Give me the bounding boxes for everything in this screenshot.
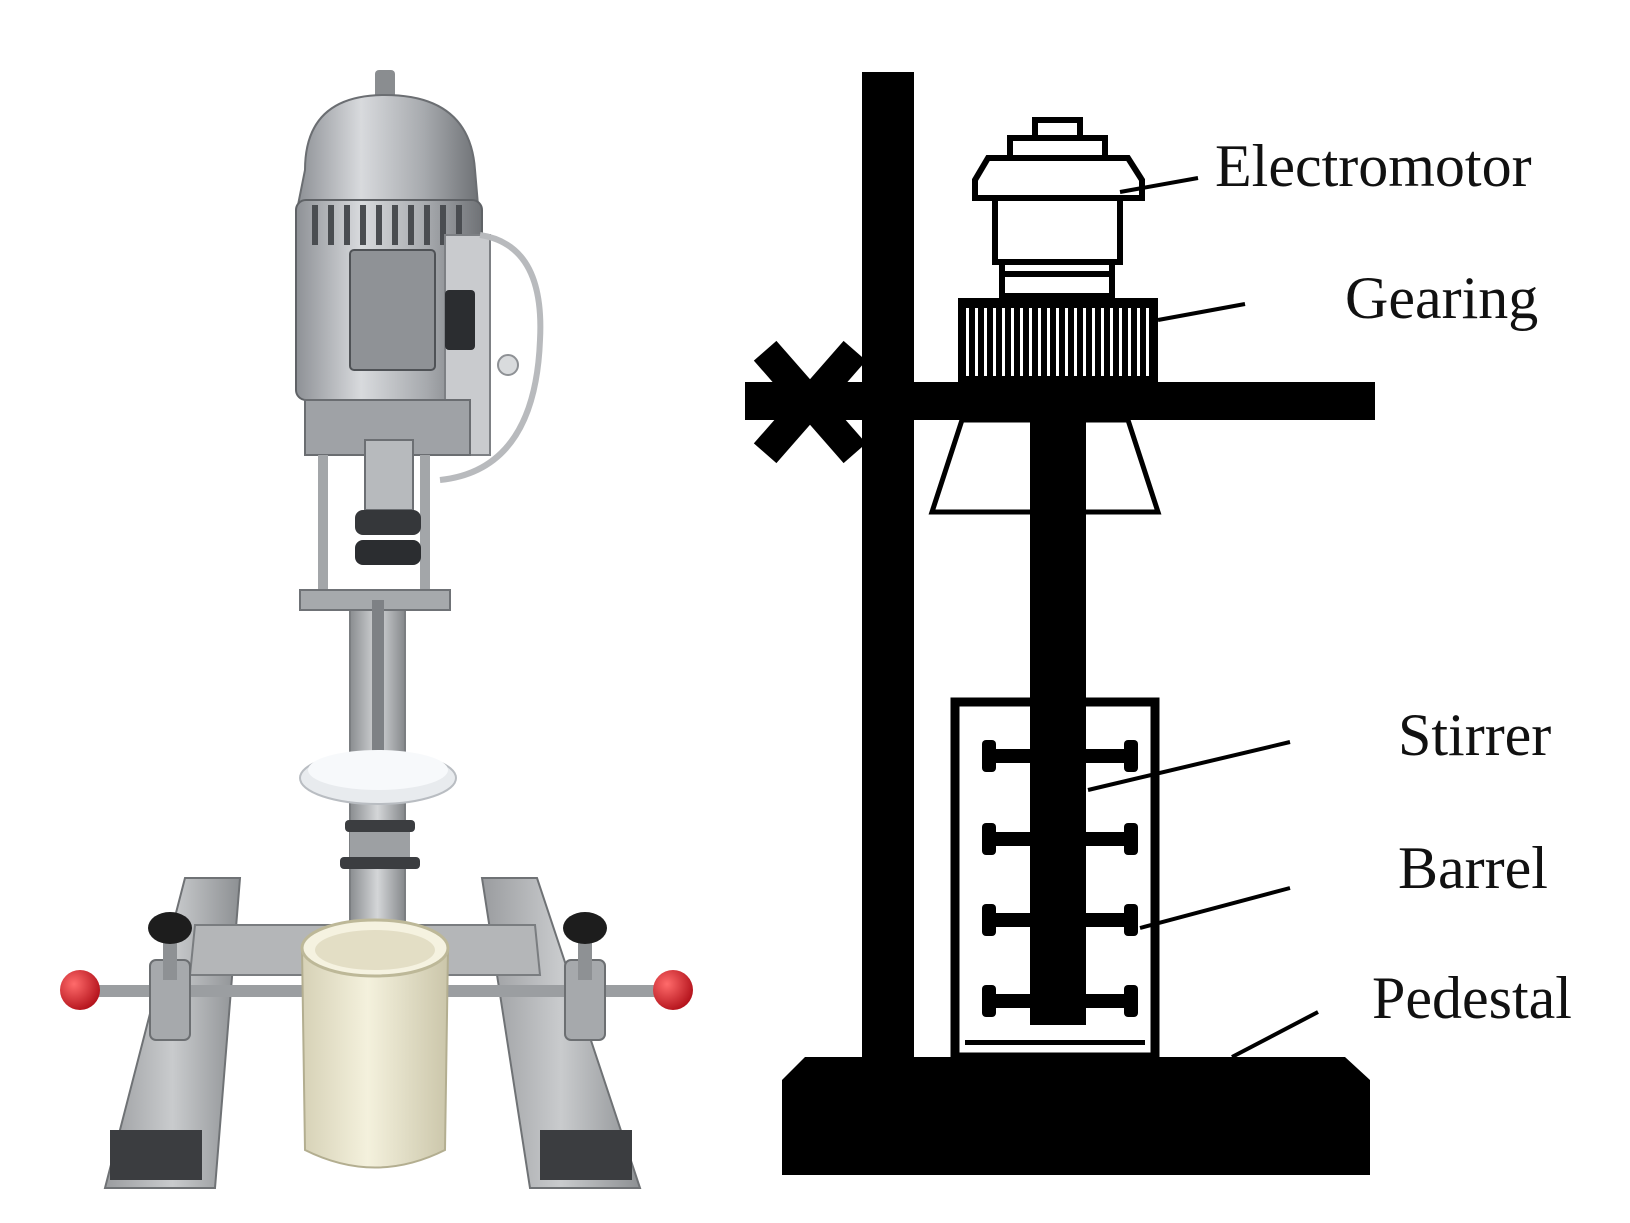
schematic-stirrer-shaft <box>1030 420 1086 1025</box>
clamp-left <box>148 912 192 1041</box>
photo-coupling <box>299 439 451 611</box>
gear-tooth <box>1092 308 1095 376</box>
leader-pedestal <box>1231 1010 1319 1059</box>
leader-gearing <box>1157 302 1246 322</box>
gear-tooth <box>1020 308 1023 376</box>
red-knob-left <box>60 970 100 1010</box>
gear-tooth <box>1083 308 1086 376</box>
clamp-right <box>563 912 607 1041</box>
schematic-clamp <box>753 340 867 464</box>
leader-lines <box>1087 176 1319 1059</box>
label-stirrer: Stirrer <box>1398 702 1551 768</box>
gear-tooth <box>993 308 996 376</box>
stirrer-photo <box>60 70 693 1189</box>
label-barrel: Barrel <box>1398 835 1548 901</box>
red-knob-right <box>653 970 693 1010</box>
leader-electromotor <box>1119 176 1199 194</box>
gear-tooth <box>1146 308 1149 376</box>
gear-tooth <box>1002 308 1005 376</box>
gear-tooth <box>1056 308 1059 376</box>
gear-tooth <box>1047 308 1050 376</box>
gear-tooth <box>1119 308 1122 376</box>
gear-tooth <box>1038 308 1041 376</box>
gear-tooth <box>1101 308 1104 376</box>
gear-tooth <box>1065 308 1068 376</box>
leader-stirrer <box>1087 740 1291 792</box>
gear-tooth <box>1128 308 1131 376</box>
gear-tooth <box>1110 308 1113 376</box>
schematic-pole <box>862 72 914 1062</box>
schematic-crossbar <box>745 382 1375 420</box>
gear-tooth <box>1029 308 1032 376</box>
leader-barrel <box>1139 886 1291 930</box>
photo-cup <box>300 918 450 1169</box>
label-pedestal: Pedestal <box>1372 965 1572 1031</box>
schematic-pedestal <box>782 1057 1370 1175</box>
schematic-blades <box>982 740 1138 1017</box>
label-gearing: Gearing <box>1345 265 1538 331</box>
gear-tooth <box>1011 308 1014 376</box>
photo-motor <box>295 70 544 483</box>
gear-tooth <box>1137 308 1140 376</box>
schematic-electromotor <box>972 117 1145 299</box>
barrel-bottom-line <box>965 1040 1145 1045</box>
photo-sleeve <box>340 820 420 869</box>
photo-shaft <box>372 600 384 760</box>
gear-tooth <box>984 308 987 376</box>
photo-disk <box>299 750 457 805</box>
gear-tooth <box>966 308 969 376</box>
stirrer-schematic: Electromotor Gearing Stirrer Barrel Pede… <box>745 72 1572 1175</box>
gear-tooth <box>975 308 978 376</box>
label-electromotor: Electromotor <box>1215 133 1532 199</box>
gear-tooth <box>1074 308 1077 376</box>
gear-teeth <box>966 308 1149 376</box>
